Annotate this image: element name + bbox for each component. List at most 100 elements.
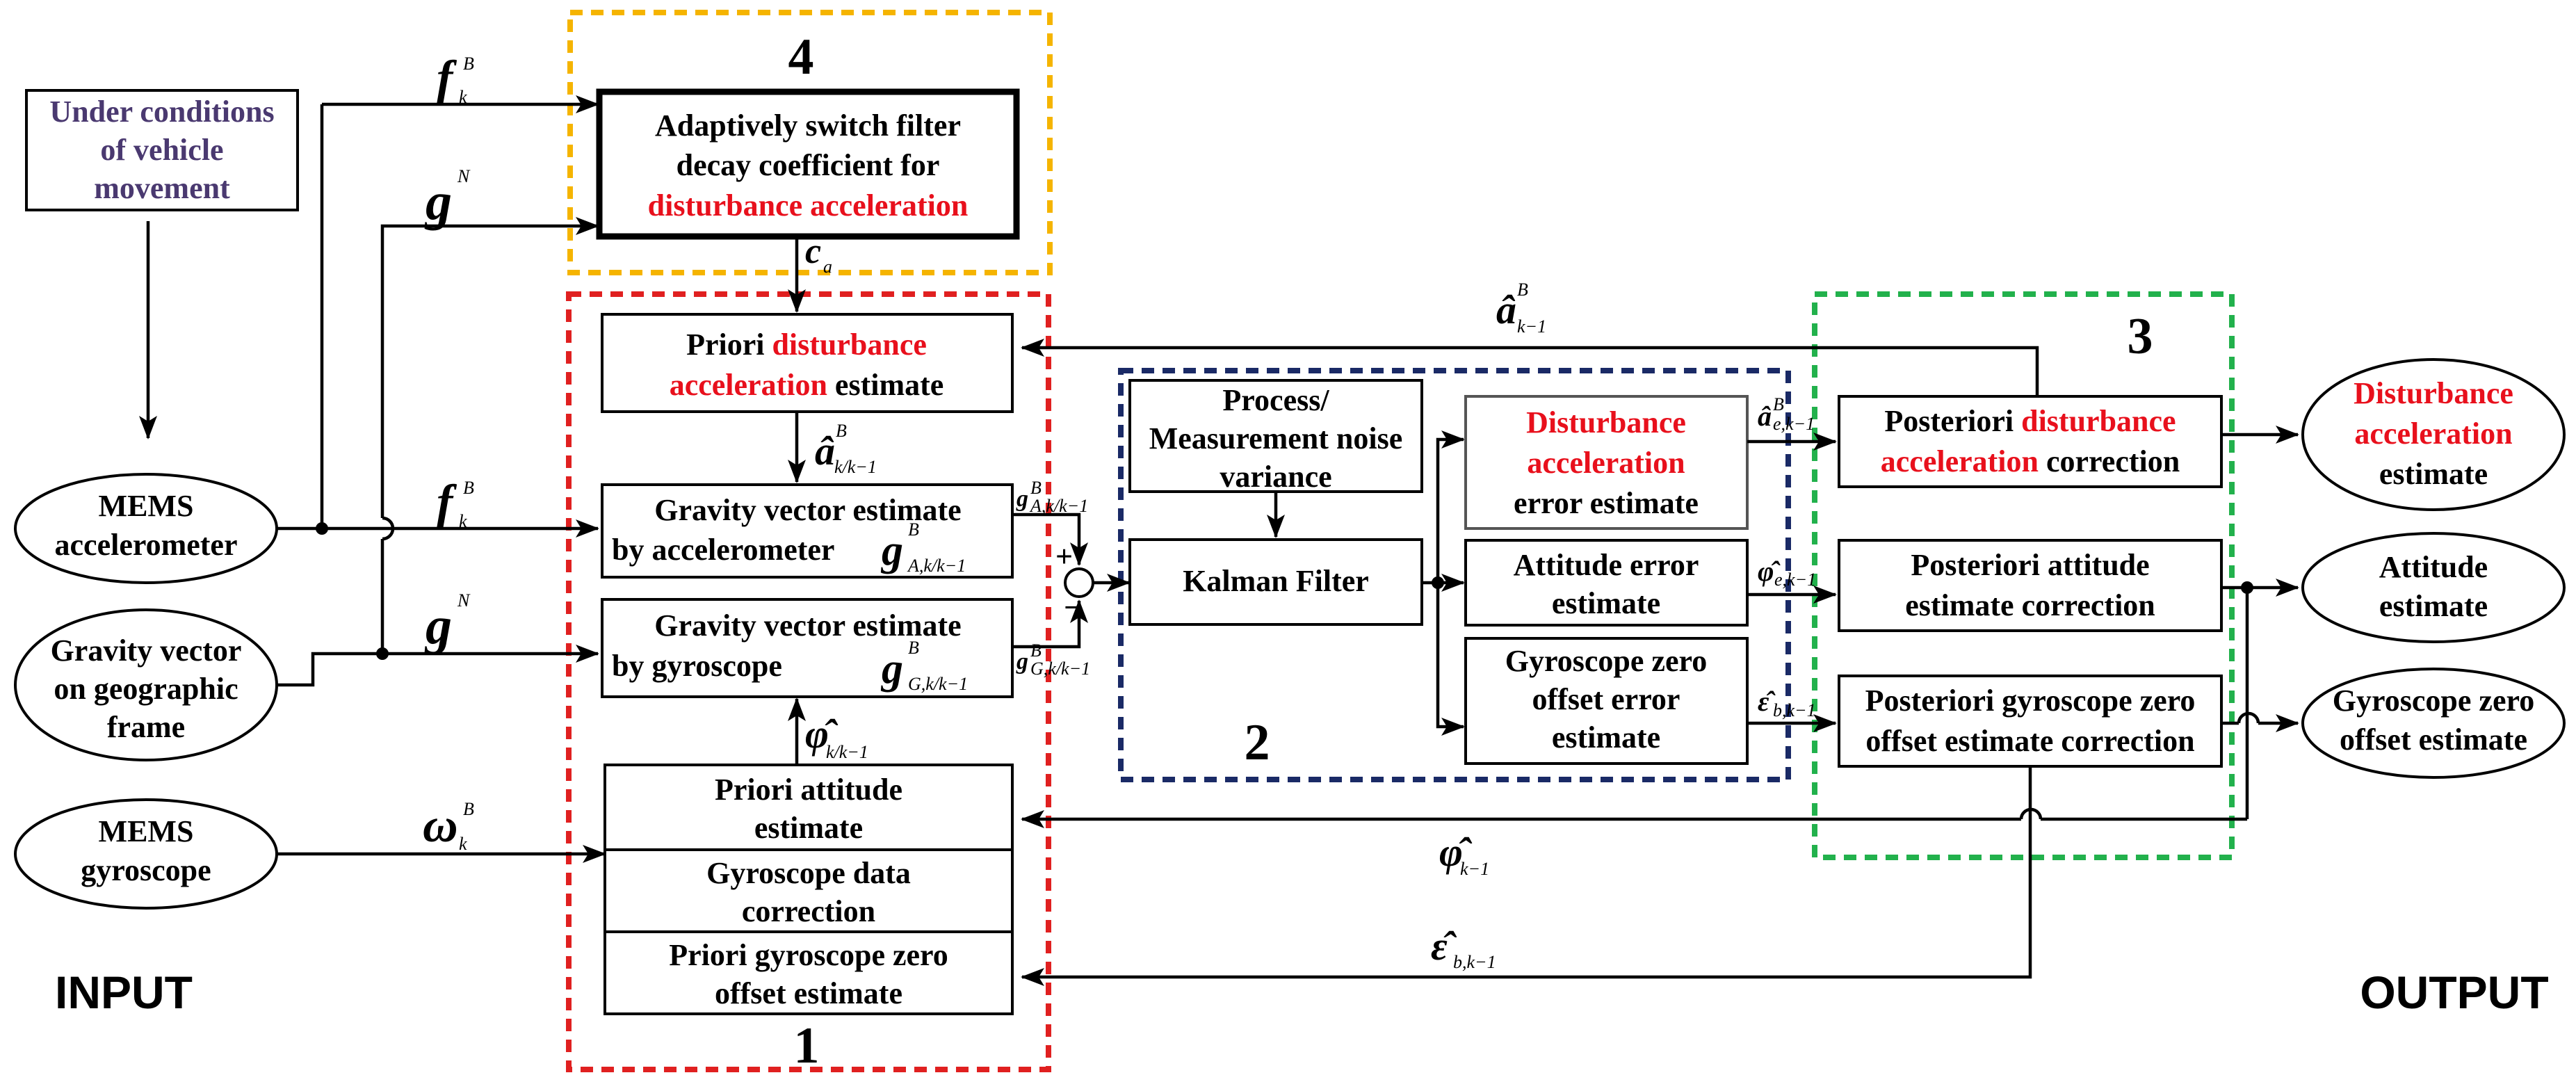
error-to-correction-wiring <box>1747 433 1837 732</box>
svg-text:−: − <box>1064 590 1081 624</box>
adaptive-line-2: decay coefficient for <box>677 148 940 182</box>
att-err-line-2: estimate <box>1552 586 1660 620</box>
out-gyro-line-1: Gyroscope zero <box>2333 684 2534 718</box>
post-dist-line-2: acceleration correction <box>1881 444 2180 478</box>
svg-text:G,k/k−1: G,k/k−1 <box>1030 659 1090 679</box>
svg-text:f: f <box>437 476 457 529</box>
feedback-attitude <box>1021 581 2253 828</box>
svg-text:k: k <box>459 834 467 854</box>
dist-err-line-2: acceleration <box>1527 446 1685 480</box>
output-label: OUTPUT <box>2360 967 2548 1018</box>
condition-line-3: movement <box>94 171 230 205</box>
svg-text:â: â <box>1496 287 1516 332</box>
kalman-label: Kalman Filter <box>1183 564 1369 598</box>
region-2-number: 2 <box>1245 714 1270 771</box>
svg-text:B: B <box>463 54 474 74</box>
symbol-eps-bk1: ε̂ b,k−1 <box>1431 923 1496 972</box>
gyro-corr-line-2: correction <box>742 894 875 928</box>
svg-text:B: B <box>1517 280 1528 300</box>
post-gyro-line-1: Posteriori gyroscope zero <box>1865 684 2196 718</box>
post-gyro-line-2: offset estimate correction <box>1865 724 2194 758</box>
out-dist-line-1: Disturbance <box>2354 376 2513 410</box>
accelerometer-line-2: accelerometer <box>55 528 238 562</box>
svg-text:c: c <box>805 232 821 271</box>
symbol-g-top: g N <box>424 166 471 231</box>
gyro-err-line-1: Gyroscope zero <box>1505 644 1707 678</box>
region-3-frame <box>1812 291 2235 860</box>
svg-text:k: k <box>459 511 467 531</box>
posteriori-attitude-box <box>1838 539 2223 632</box>
svg-text:e,k−1: e,k−1 <box>1774 570 1816 590</box>
symbol-a-e: â B e,k−1 <box>1758 394 1815 434</box>
feedback-disturbance <box>1021 339 2039 396</box>
kalman-filter-box <box>1128 538 1423 626</box>
gravity-accelerometer-box <box>601 483 1014 579</box>
svg-text:g: g <box>424 597 452 655</box>
input-wiring <box>277 95 606 863</box>
disturbance-error-box <box>1464 395 1749 530</box>
out-att-line-2: estimate <box>2379 589 2488 623</box>
noise-variance-box <box>1128 379 1423 493</box>
gravity-line-2: on geographic <box>54 672 238 706</box>
svg-text:e,k−1: e,k−1 <box>1773 414 1815 434</box>
gyro-err-line-3: estimate <box>1552 720 1660 754</box>
svg-text:k/k−1: k/k−1 <box>834 457 877 477</box>
post-att-line-2: estimate correction <box>1905 588 2155 622</box>
condition-line-2: of vehicle <box>100 133 223 167</box>
gravity-line-1: Gravity vector <box>51 633 242 668</box>
dist-err-line-3: error estimate <box>1514 486 1699 520</box>
grav-gyro-line-1: Gravity vector estimate <box>654 608 961 643</box>
symbol-f-mid: f B k <box>437 476 474 531</box>
svg-text:A,k/k−1: A,k/k−1 <box>1029 496 1088 516</box>
region-4-number: 4 <box>788 29 814 86</box>
svg-text:G,k/k−1: G,k/k−1 <box>908 674 968 694</box>
svg-text:k−1: k−1 <box>1517 316 1546 337</box>
gyro-zero-error-box <box>1464 637 1749 765</box>
svg-text:A,k/k−1: A,k/k−1 <box>907 556 966 576</box>
adaptive-line-1: Adaptively switch filter <box>655 108 961 143</box>
svg-text:B: B <box>463 478 474 498</box>
symbol-omega: ω B k <box>423 799 474 854</box>
symbol-g-G-small: g B G,k/k−1 <box>1016 640 1090 679</box>
svg-text:g: g <box>1016 486 1028 512</box>
priori-att-line-2: estimate <box>754 811 863 845</box>
svg-text:k/k−1: k/k−1 <box>826 742 868 762</box>
region-4-frame <box>567 10 1053 275</box>
sum-junction: + − <box>1012 512 1131 649</box>
feedback-gyro-zero <box>1021 766 2032 986</box>
symbol-g-mid: g N <box>424 590 471 655</box>
posteriori-disturbance-box <box>1838 395 2223 488</box>
symbol-phi-kk1: φ̂ k/k−1 <box>805 711 868 762</box>
att-err-line-1: Attitude error <box>1514 548 1699 582</box>
svg-text:ω: ω <box>423 799 458 853</box>
noise-line-1: Process/ <box>1222 383 1329 417</box>
gyroscope-line-2: gyroscope <box>81 853 211 887</box>
condition-line-1: Under conditions <box>49 95 274 129</box>
symbol-g-A: g B A,k/k−1 <box>880 519 966 576</box>
grav-acc-line-1: Gravity vector estimate <box>654 493 961 527</box>
gyro-corr-line-1: Gyroscope data <box>706 856 911 890</box>
svg-text:N: N <box>457 590 471 611</box>
post-att-line-1: Posteriori attitude <box>1911 548 2149 582</box>
priori-disturbance-line-2: acceleration estimate <box>670 368 944 402</box>
priori-gyro-zero-box <box>604 930 1014 1015</box>
svg-text:N: N <box>457 166 471 186</box>
priori-att-line-1: Priori attitude <box>715 773 902 807</box>
svg-text:a: a <box>823 257 832 277</box>
svg-text:B: B <box>463 799 474 819</box>
svg-text:g: g <box>880 527 903 574</box>
attitude-output-node <box>2301 532 2566 643</box>
region-1-number: 1 <box>794 1017 820 1074</box>
symbol-g-A-small: g B A,k/k−1 <box>1016 478 1088 516</box>
symbol-c-a: c a <box>805 232 832 277</box>
grav-acc-line-2: by accelerometer <box>612 533 834 567</box>
svg-text:b,k−1: b,k−1 <box>1773 700 1816 720</box>
symbol-f-top: f B k <box>437 51 474 107</box>
gyroscope-line-1: MEMS <box>99 814 194 848</box>
svg-text:b,k−1: b,k−1 <box>1453 952 1496 972</box>
svg-text:g: g <box>880 645 903 693</box>
post-dist-line-1: Posteriori disturbance <box>1884 404 2176 438</box>
region-1-frame <box>566 291 1051 1072</box>
out-gyro-line-2: offset estimate <box>2340 722 2527 757</box>
gravity-gyroscope-box <box>601 598 1014 698</box>
